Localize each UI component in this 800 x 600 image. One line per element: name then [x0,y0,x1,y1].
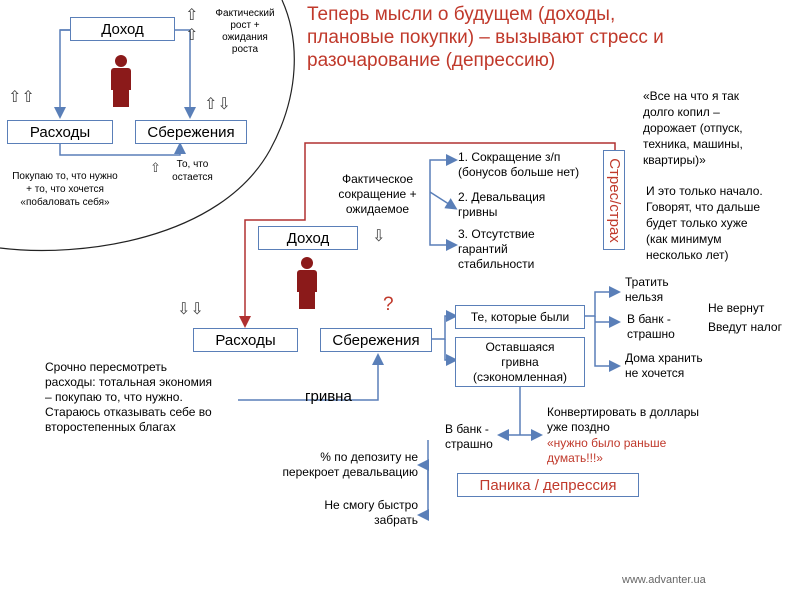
expenses-up-icon: ⇧⇧ [8,89,35,106]
withdraw-note: Не смогу быстро забрать [324,498,418,527]
reason-salary-cut: 1. Сокращение з/п (бонусов больше нет) [458,150,580,179]
stress-arrow-savings [605,142,616,150]
keep-home: Дома хранить не хочется [625,351,703,380]
wont-return: Не вернут [708,301,765,315]
quote-prices: «Все на что я так долго копил – дорожает… [643,89,743,167]
past-income-box: Доход [70,17,175,41]
past-circle-arc [0,0,295,252]
page-title: Теперь мысли о будущем (доходы, плановые… [307,4,664,71]
savings-up-icon: ⇧ [150,160,161,175]
present-expenses-note: Срочно пересмотреть расходы: тотальная э… [45,360,213,434]
past-savings-box: Сбережения [135,120,247,144]
footer-url: www.advanter.ua [622,574,706,586]
stress-box: Стрес/страх [603,150,625,250]
old-branch-top [585,286,621,317]
present-income-box: Доход [258,226,358,250]
past-expenses-note: Покупаю то, что нужно + то, что хочется … [12,171,118,208]
quote-worse: И это только начало. Говорят, что дальше… [646,184,763,262]
up-arrows-icon-2: ⇧ [185,27,199,44]
expenses-down-icon: ⇩⇩ [177,301,204,318]
past-arrow-expenses-savings [59,142,186,156]
past-arrow-income-savings [175,29,196,119]
hryvnia-label: гривна [305,388,352,405]
past-person-icon [109,55,133,107]
bank-brace-top [417,459,429,490]
present-savings-box: Сбережения [320,328,432,352]
savings-branch-down [444,339,458,366]
bank-scary-2: В банк - страшно [445,422,493,451]
remaining-box: Оставшаяся гривна (сэкономленная) [455,337,585,387]
convert-late: Конвертировать в доллары уже поздно [547,405,699,434]
convert-should-earlier: «нужно было раньше думать!!!» [547,436,667,465]
reasons-brace [429,154,458,192]
present-person-icon [295,257,319,309]
question-mark: ? [383,294,394,315]
to-bank-scary: В банк - страшно [627,312,675,341]
past-income-note: Фактический рост + ожидания роста [215,8,275,55]
stress-label: Стрес/страх [605,157,623,243]
savings-branch-up [432,310,458,340]
past-savings-note: То, что остается [172,159,213,183]
up-arrows-icon: ⇧ [185,7,199,24]
reasons-brace-low [429,192,458,251]
bank-brace-bottom [417,490,429,521]
reasons-mid [429,191,458,210]
income-down-icon: ⇩ [372,228,386,245]
stress-arrow-expenses [239,142,605,328]
deposit-note: % по депозиту не перекроет девальвацию [282,450,418,479]
present-income-note: Фактическое сокращение + ожидаемое [338,172,417,216]
present-expenses-box: Расходы [193,328,298,352]
past-expenses-box: Расходы [7,120,113,144]
cant-spend: Тратить нельзя [625,275,669,304]
past-arrow-income-expenses [54,29,70,119]
panic-box: Паника / депрессия [457,473,639,497]
reason-devaluation: 2. Девальвация гривны [458,190,546,219]
old-savings-box: Те, которые были [455,305,585,329]
hryvnia-arrow [238,353,384,401]
savings-updown-icon: ⇧⇩ [204,96,231,113]
old-branch-bottom [594,316,621,372]
levy-tax: Введут налог [708,320,782,334]
reason-no-guarantees: 3. Отсутствие гарантий стабильности [458,227,535,271]
